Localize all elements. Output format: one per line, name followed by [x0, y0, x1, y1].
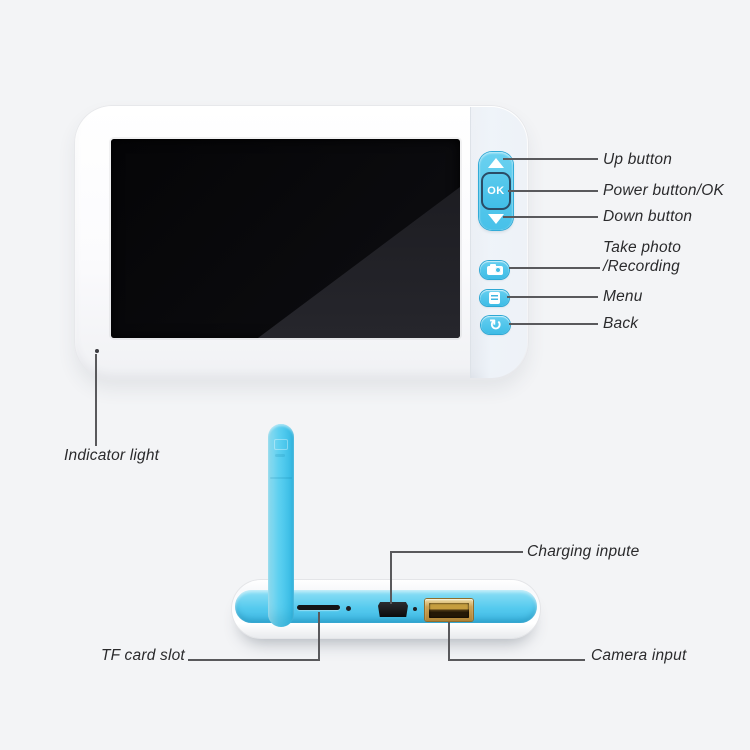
label-camera-input: Camera input	[591, 647, 687, 664]
annotation-line-down	[503, 216, 598, 218]
label-back: Back	[603, 315, 639, 332]
photo-record-button	[480, 261, 509, 279]
camera-icon-top	[490, 264, 496, 267]
antenna	[268, 424, 294, 627]
annotation-line-back	[509, 323, 598, 325]
button-strip	[470, 107, 527, 378]
back-button: ↻	[481, 316, 510, 334]
label-indicator-light: Indicator light	[64, 447, 160, 464]
label-down-button: Down button	[603, 208, 693, 225]
camera-lens-icon	[495, 267, 501, 273]
annotation-line-charging-h	[390, 551, 523, 553]
reset-hole	[346, 606, 351, 611]
menu-icon	[489, 292, 500, 304]
label-menu: Menu	[603, 288, 643, 305]
up-arrow-icon	[488, 158, 504, 168]
indicator-light-dot	[95, 349, 99, 353]
monitor-device	[74, 105, 529, 380]
back-rotate-icon: ↻	[489, 317, 502, 334]
annotation-line-camera-h	[448, 659, 585, 661]
label-take-photo: Take photo /Recording	[603, 239, 682, 275]
annotation-line-menu	[507, 296, 598, 298]
screen-glare	[258, 187, 460, 338]
annotation-line-indicator	[95, 354, 97, 446]
annotation-line-charging-v	[390, 551, 392, 604]
menu-button	[480, 290, 509, 306]
annotation-line-camera-v	[448, 622, 450, 661]
mic-hole	[413, 607, 417, 611]
power-ok-button: OK	[481, 172, 511, 210]
annotation-line-photo	[509, 267, 600, 269]
annotation-line-power	[508, 190, 598, 192]
usb-camera-port	[425, 599, 473, 621]
annotation-line-tf-h	[188, 659, 320, 661]
label-charging-input: Charging inpute	[527, 543, 640, 560]
label-power-button: Power button/OK	[603, 182, 725, 199]
up-down-rocker: OK	[479, 152, 513, 230]
label-up-button: Up button	[603, 151, 673, 168]
down-arrow-icon	[488, 214, 504, 224]
tf-card-slot	[297, 605, 340, 610]
annotation-line-tf-v	[318, 612, 320, 661]
lcd-screen	[111, 139, 460, 338]
annotation-line-up	[503, 158, 598, 160]
label-tf-card-slot: TF card slot	[101, 647, 185, 664]
micro-usb-port	[378, 602, 408, 617]
